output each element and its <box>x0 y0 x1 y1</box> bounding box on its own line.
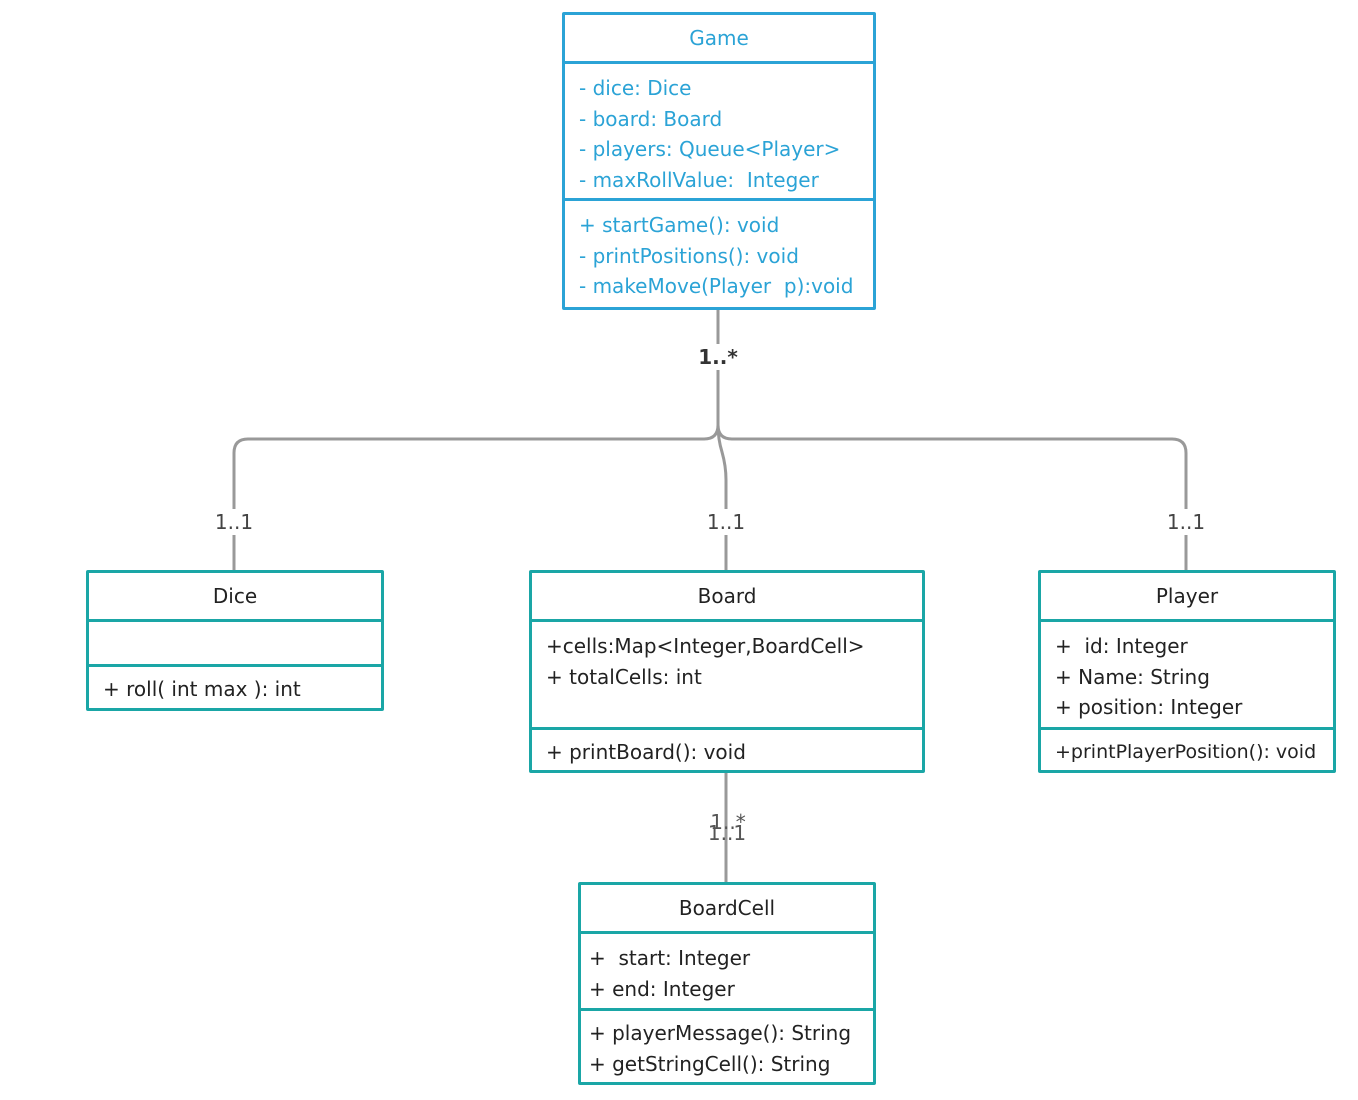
class-board-attributes: +cells:Map<Integer,BoardCell> + totalCel… <box>532 619 922 727</box>
class-boardcell[interactable]: BoardCell + start: Integer + end: Intege… <box>578 882 876 1085</box>
class-game-methods: + startGame(): void - printPositions(): … <box>565 198 873 302</box>
class-dice-attributes <box>89 619 381 664</box>
multiplicity-board-side: 1..1 <box>702 509 750 535</box>
multiplicity-player-side: 1..1 <box>1162 509 1210 535</box>
method: + roll( int max ): int <box>103 677 301 701</box>
multiplicity-board-to-cell-b: 1..1 <box>707 821 747 845</box>
class-player-attributes: + id: Integer + Name: String + position:… <box>1041 619 1333 727</box>
attribute: + end: Integer <box>589 976 735 1001</box>
method: + playerMessage(): String <box>589 1021 852 1045</box>
class-game[interactable]: Game - dice: Dice - board: Board - playe… <box>562 12 876 310</box>
class-game-attributes: - dice: Dice - board: Board - players: Q… <box>565 61 873 198</box>
method: - printPositions(): void <box>579 243 799 268</box>
class-dice-name: Dice <box>212 584 258 608</box>
attribute: + start: Integer <box>589 946 751 970</box>
method: +printPlayerPosition(): void <box>1055 741 1317 763</box>
class-board-name: Board <box>697 584 757 608</box>
class-player[interactable]: Player + id: Integer + Name: String + po… <box>1038 570 1336 773</box>
class-boardcell-methods: + playerMessage(): String + getStringCel… <box>581 1008 873 1079</box>
attribute: - maxRollValue: Integer <box>579 167 819 192</box>
multiplicity-board-to-cell-a: 1..* <box>710 810 746 834</box>
method: + getStringCell(): String <box>589 1051 831 1076</box>
class-dice-methods: + roll( int max ): int <box>89 664 381 705</box>
class-dice[interactable]: Dice + roll( int max ): int <box>86 570 384 711</box>
attribute: + totalCells: int <box>546 664 702 689</box>
attribute: + Name: String <box>1055 664 1210 689</box>
method: - makeMove(Player p):void <box>579 274 854 298</box>
attribute: - board: Board <box>579 106 723 131</box>
game-to-dice-connector <box>232 424 720 570</box>
multiplicity-dice-side: 1..1 <box>210 509 258 535</box>
method: + startGame(): void <box>579 213 780 237</box>
class-board-methods: + printBoard(): void <box>532 727 922 768</box>
class-boardcell-name: BoardCell <box>678 896 776 920</box>
class-player-methods: +printPlayerPosition(): void <box>1041 727 1333 768</box>
attribute: + position: Integer <box>1055 695 1243 719</box>
attribute: +cells:Map<Integer,BoardCell> <box>546 634 865 658</box>
class-boardcell-attributes: + start: Integer + end: Integer <box>581 931 873 1008</box>
attribute: - players: Queue<Player> <box>579 137 841 161</box>
method: + printBoard(): void <box>546 740 746 764</box>
class-player-name: Player <box>1155 584 1219 608</box>
class-board[interactable]: Board +cells:Map<Integer,BoardCell> + to… <box>529 570 925 773</box>
class-game-name: Game <box>689 26 749 50</box>
game-to-board-connector <box>716 424 728 570</box>
attribute: + id: Integer <box>1055 634 1188 658</box>
multiplicity-game-side: 1..* <box>694 344 742 370</box>
game-to-player-connector <box>716 424 1188 570</box>
attribute: - dice: Dice <box>579 76 692 100</box>
